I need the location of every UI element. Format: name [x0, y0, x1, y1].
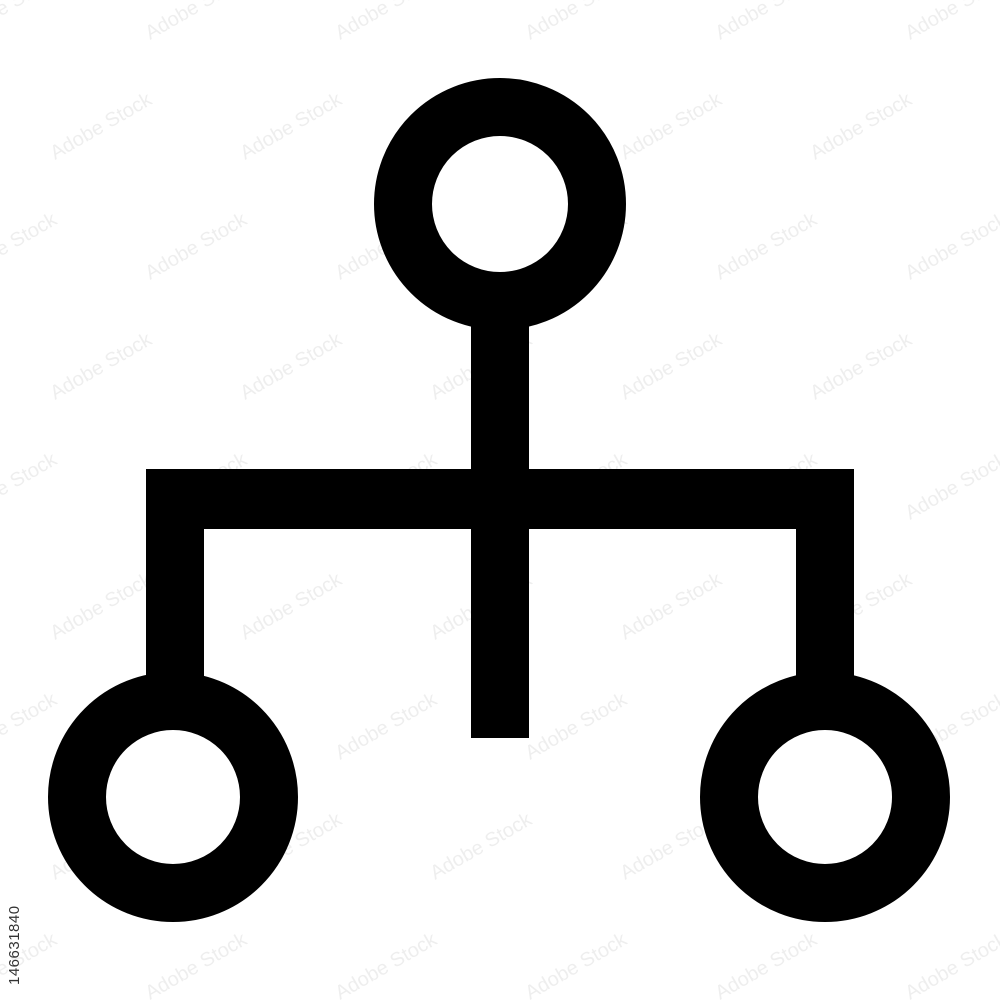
watermark-text: Adobe Stock [142, 0, 252, 44]
watermark-text: Adobe Stock [997, 328, 1000, 404]
watermark-text: Adobe Stock [237, 568, 347, 644]
watermark-text: Adobe Stock [47, 88, 157, 164]
watermark-text: Adobe Stock [997, 808, 1000, 884]
watermark-text: Adobe Stock [902, 0, 1000, 44]
watermark-text: Adobe Stock [522, 928, 632, 1000]
top-node-circle [374, 78, 626, 330]
watermark-text: Adobe Stock [332, 928, 442, 1000]
watermark-text: Adobe Stock [712, 928, 822, 1000]
horizontal-branch-line [146, 469, 854, 529]
watermark-text: Adobe Stock [0, 688, 62, 764]
watermark-text: Adobe Stock [47, 568, 157, 644]
watermark-text: Adobe Stock [712, 208, 822, 284]
watermark-text: Adobe Stock [0, 448, 62, 524]
right-drop-line [796, 469, 854, 691]
watermark-text: Adobe Stock [237, 328, 347, 404]
watermark-text: Adobe Stock [617, 568, 727, 644]
watermark-text: Adobe Stock [902, 928, 1000, 1000]
watermark-text: Adobe Stock [902, 448, 1000, 524]
watermark-text: Adobe Stock [617, 328, 727, 404]
watermark-text: Adobe Stock [427, 808, 537, 884]
watermark-text: Adobe Stock [902, 208, 1000, 284]
watermark-text: Adobe Stock [522, 688, 632, 764]
stock-id-label: 146631840 [6, 905, 23, 985]
watermark-text: Adobe Stock [237, 88, 347, 164]
watermark-text: Adobe Stock [522, 0, 632, 44]
watermark-text: Adobe Stock [712, 0, 822, 44]
left-drop-line [146, 469, 204, 691]
watermark-text: Adobe Stock [997, 568, 1000, 644]
watermark-text: Adobe Stock [0, 208, 62, 284]
watermark-text: Adobe Stock [142, 928, 252, 1000]
watermark-text: Adobe Stock [807, 328, 917, 404]
watermark-text: Adobe Stock [0, 0, 62, 44]
watermark-text: Adobe Stock [47, 328, 157, 404]
watermark-text: Adobe Stock [807, 88, 917, 164]
watermark-text: Adobe Stock [997, 88, 1000, 164]
bottom-right-node-circle [700, 672, 950, 922]
bottom-left-node-circle [48, 672, 298, 922]
watermark-text: Adobe Stock [332, 0, 442, 44]
watermark-text: Adobe Stock [142, 208, 252, 284]
watermark-text: Adobe Stock [617, 88, 727, 164]
watermark-text: Adobe Stock [332, 688, 442, 764]
